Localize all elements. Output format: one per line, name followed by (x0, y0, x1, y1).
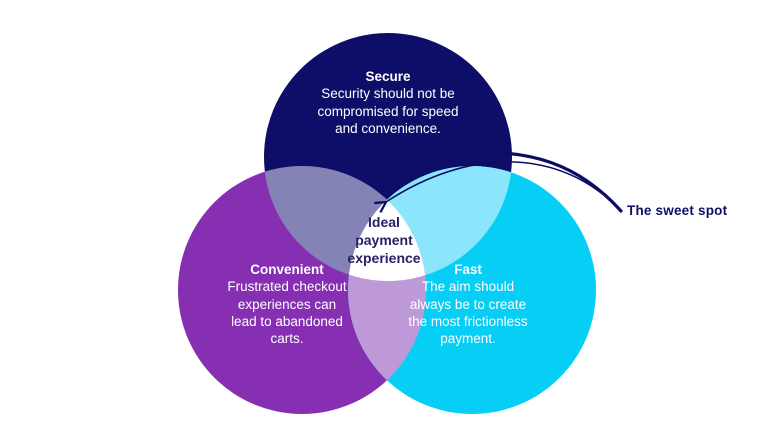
convenient-title: Convenient (250, 262, 324, 277)
convenient-line-3: lead to abandoned (231, 313, 343, 329)
convenient-line-2: experiences can (237, 296, 337, 312)
convenient-line-1: Frustrated checkout (227, 279, 347, 295)
sweet-spot-label: The sweet spot (627, 203, 728, 218)
secure-fast-overlap (348, 166, 512, 281)
secure-title: Secure (365, 69, 411, 84)
convenient-label: Convenient Frustrated checkout experienc… (200, 261, 374, 347)
convenient-line-4: carts. (270, 331, 304, 347)
secure-convenient-overlap (264, 166, 426, 281)
secure-line-3: and convenience. (335, 120, 441, 136)
center-line-3: experience (347, 250, 421, 267)
center-line-2: payment (355, 232, 413, 249)
fast-line-2: always be to create (409, 296, 527, 312)
secure-line-1: Security should not be (321, 86, 455, 102)
fast-title: Fast (454, 262, 482, 277)
fast-line-4: payment. (440, 331, 496, 347)
fast-line-1: The aim should (421, 279, 515, 295)
secure-label: Secure Security should not be compromise… (288, 68, 488, 137)
annotation-arrow-thick-segment (466, 150, 623, 213)
fast-line-3: the most frictionless (408, 313, 528, 329)
fast-label: Fast The aim should always be to create … (372, 261, 564, 347)
center-label: Ideal payment experience (336, 213, 432, 268)
secure-line-2: compromised for speed (317, 103, 459, 119)
center-line-1: Ideal (368, 214, 400, 230)
